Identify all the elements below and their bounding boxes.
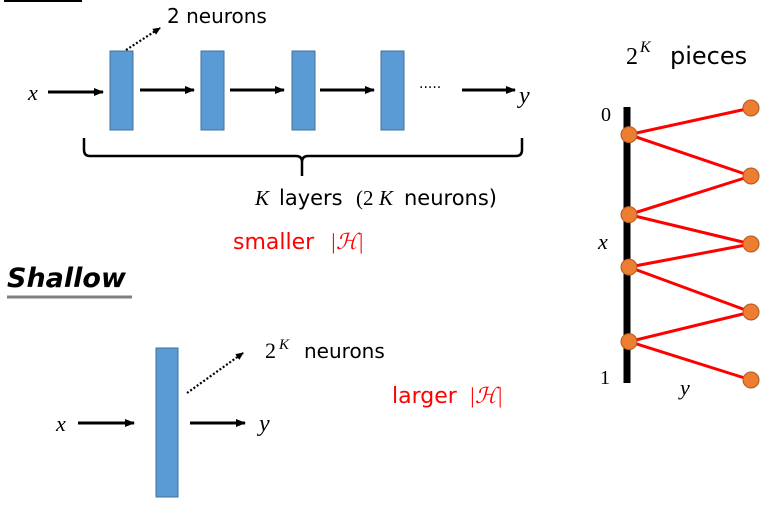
layers-word: layers (279, 186, 343, 210)
shallow-hypothesis-word: larger (392, 384, 458, 409)
output-node-1 (742, 167, 760, 185)
shallow-neurons-word: neurons (304, 339, 385, 363)
shallow-neurons-label: 2 K neurons (265, 336, 385, 363)
axis-x-label: x (597, 229, 608, 254)
plot-edge-1 (628, 133, 752, 178)
plot-edge-0 (628, 106, 752, 137)
plot-edge-7 (628, 340, 752, 382)
input-node-3 (620, 333, 638, 351)
shallow-hypothesis-size: larger |ℋ| (392, 383, 503, 409)
neurons-pointer-arrow (125, 27, 161, 51)
output-node-3 (742, 303, 760, 321)
deep-hypothesis-size: smaller |ℋ| (233, 229, 364, 255)
shallow-output-label: y (257, 411, 270, 437)
shallow-layer (155, 347, 179, 498)
pieces-plot: 2 K pieces 0 1 x y (597, 39, 760, 400)
shallow-input-label: x (55, 411, 66, 436)
deep-hypothesis-word: smaller (233, 230, 315, 255)
shallow-neurons-pointer-arrow (186, 352, 244, 394)
plot-edge-5 (628, 265, 752, 314)
plot-nodes (620, 99, 760, 389)
shallow-neurons-exp: K (278, 337, 290, 353)
layers-brace (82, 138, 524, 176)
shallow-title: Shallow (7, 263, 127, 294)
plot-edge-3 (628, 213, 752, 246)
input-node-2 (620, 258, 638, 276)
deep-network: x ····· y 2 neurons K layers (2 K neuron… (27, 4, 530, 255)
deep-layer-3 (291, 50, 316, 131)
layers-count-var: K (254, 186, 270, 210)
shallow-neurons-base: 2 (265, 338, 276, 363)
deep-layer-4 (380, 50, 405, 131)
axis-bottom-label: 1 (600, 367, 610, 389)
output-node-0 (742, 99, 760, 117)
plot-edge-4 (628, 242, 752, 269)
neurons-total-open: (2 (356, 186, 374, 210)
plot-edges (628, 106, 752, 382)
deep-output-label: y (517, 83, 530, 109)
deep-layer-2 (200, 50, 225, 131)
deep-ellipsis: ····· (419, 80, 441, 96)
layers-caption: K layers (2 K neurons) (254, 186, 497, 210)
plot-edge-6 (628, 310, 752, 344)
input-node-1 (620, 206, 638, 224)
plot-edge-2 (628, 174, 752, 217)
pieces-title: 2 K pieces (626, 39, 747, 70)
neurons-total-var: K (378, 186, 394, 210)
deep-input-label: x (27, 80, 38, 105)
deep-hypothesis-symbol: |ℋ| (330, 229, 364, 254)
output-node-2 (742, 235, 760, 253)
pieces-title-exp: K (639, 39, 652, 56)
output-node-4 (742, 371, 760, 389)
pieces-title-word: pieces (670, 42, 747, 70)
shallow-hypothesis-symbol: |ℋ| (469, 383, 503, 408)
pieces-title-base: 2 (626, 44, 638, 70)
axis-top-label: 0 (601, 104, 611, 126)
neurons-per-layer-label: 2 neurons (167, 4, 267, 28)
input-node-0 (620, 126, 638, 144)
deep-layer-1 (109, 50, 134, 131)
neurons-total-close: neurons) (404, 186, 497, 210)
shallow-network: Shallow x y 2 K neurons larger |ℋ| (7, 263, 503, 498)
axis-y-label: y (678, 375, 690, 400)
